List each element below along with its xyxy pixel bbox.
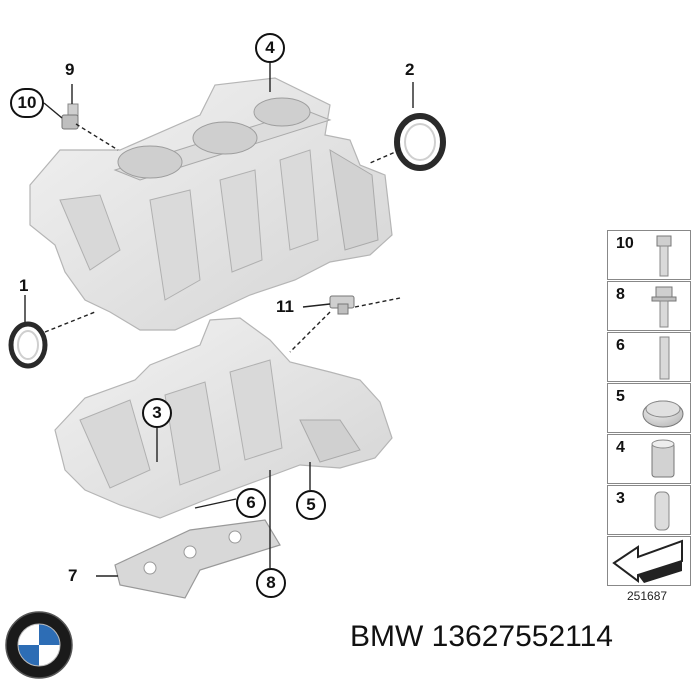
legend-item-sleeve: 4 (607, 434, 691, 484)
parts-legend: 10 8 6 5 (607, 230, 691, 586)
callout-6: 6 (236, 488, 266, 518)
legend-item-cap: 5 (607, 383, 691, 433)
callout-7: 7 (68, 566, 78, 585)
gasket (114, 519, 281, 599)
shaft-seal-rear (394, 113, 446, 171)
dowel-sleeve-icon (651, 439, 675, 478)
callout-1: 1 (19, 276, 29, 295)
shaft-seal-front (8, 321, 48, 369)
callout-10: 10 (10, 88, 44, 118)
crankcase-lower (54, 317, 393, 519)
legend-item-pin: 3 (607, 485, 691, 535)
dowel-pin-icon (654, 491, 670, 531)
callout-3: 3 (142, 398, 172, 428)
legend-number: 6 (616, 337, 625, 354)
callout-9: 9 (65, 60, 75, 79)
legend-item-flange-bolt: 8 (607, 281, 691, 331)
legend-item-bolt: 10 (607, 230, 691, 280)
callout-11: 11 (276, 297, 294, 316)
callout-5: 5 (296, 490, 326, 520)
legend-number: 3 (616, 490, 625, 507)
bmw-logo-icon (5, 611, 73, 679)
legend-item-arrow (607, 536, 691, 586)
sensor-icon (329, 295, 355, 315)
leader-lines (24, 63, 414, 577)
hex-bolt-icon (656, 235, 672, 277)
direction-arrow-icon (612, 539, 683, 583)
bolt-icon (61, 103, 79, 130)
footer-part-number: BMW 13627552114 (350, 620, 613, 653)
legend-item-stud: 6 (607, 332, 691, 382)
reference-number: 251687 (627, 589, 668, 603)
flange-bolt-icon (651, 286, 677, 328)
callout-2: 2 (405, 60, 415, 79)
callout-8: 8 (256, 568, 286, 598)
callout-4: 4 (255, 33, 285, 63)
legend-number: 10 (616, 235, 634, 252)
legend-number: 4 (616, 439, 625, 456)
sealing-cap-icon (642, 400, 684, 428)
legend-number: 8 (616, 286, 625, 303)
stud-icon (659, 336, 670, 380)
engine-block-upper (29, 77, 393, 331)
legend-number: 5 (616, 388, 625, 405)
